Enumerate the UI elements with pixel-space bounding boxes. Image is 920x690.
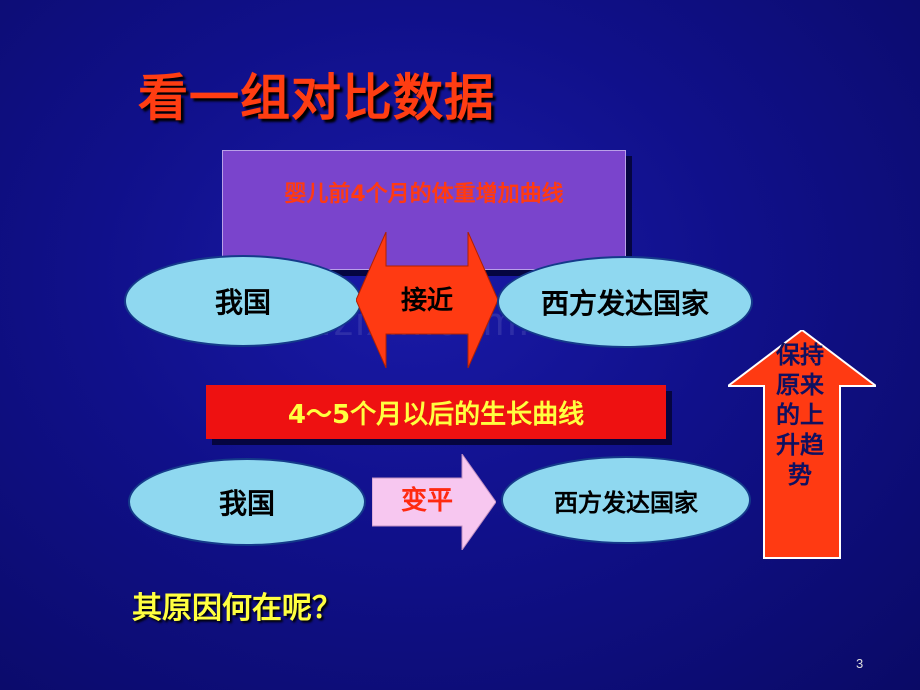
top-right-label: 西方发达国家 — [540, 287, 709, 320]
bottom-right-label: 西方发达国家 — [554, 488, 698, 517]
page-number: 3 — [856, 656, 864, 671]
bottom-right-ellipse: 西方发达国家 — [501, 456, 751, 544]
top-right-ellipse: 西方发达国家 — [497, 256, 753, 348]
top-heading-box — [222, 150, 626, 270]
question-text: 其原因何在呢？ — [132, 591, 342, 626]
up-arrow-shape — [728, 330, 876, 559]
right-arrow-shape — [372, 454, 496, 550]
bottom-heading: 4～5个月以后的生长曲线 — [287, 399, 585, 430]
up-arrow-label: 保持原来的上升趋势 — [776, 341, 824, 489]
top-heading: 婴儿前4个月的体重增加曲线 — [284, 182, 564, 207]
top-left-ellipse: 我国 — [124, 255, 362, 347]
top-left-label: 我国 — [214, 286, 271, 319]
bottom-arrow-label: 变平 — [400, 486, 453, 516]
slide-title: 看一组对比数据 — [138, 69, 495, 127]
bottom-left-ellipse: 我国 — [128, 458, 366, 546]
top-arrow-label: 接近 — [400, 286, 453, 316]
bottom-heading-bar: 4～5个月以后的生长曲线 — [206, 385, 666, 439]
bottom-left-label: 我国 — [218, 487, 275, 520]
double-arrow-shape — [356, 232, 498, 368]
